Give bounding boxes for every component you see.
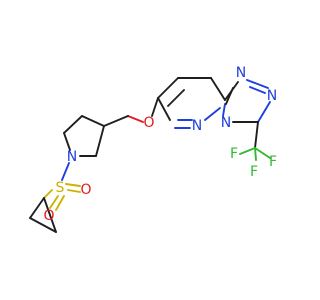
- bond-c5-c6: [157, 77, 179, 99]
- atom-f-1: F: [230, 146, 238, 162]
- ether-linker: [103, 97, 159, 127]
- pyridazine-ring: [157, 77, 226, 129]
- bond-s-o-right: [67, 189, 81, 193]
- molecule-structure: N N N N O F F F N S O O: [29, 65, 277, 233]
- atom-n-triazole-top: N: [236, 65, 246, 81]
- bond-cp-1: [29, 197, 45, 219]
- atom-o-sulfonyl-1: O: [43, 208, 54, 224]
- molecule-diagram: N N N N O F F F N S O O: [29, 65, 277, 233]
- triazole-ring: [222, 79, 271, 123]
- cyclopropyl-ring: [29, 197, 57, 233]
- atom-n-pyrrolidine: N: [67, 149, 77, 165]
- sulfonyl-group: [43, 162, 81, 211]
- bond-s-o-bottom: [49, 195, 59, 209]
- bond-n-top-n-right: [246, 79, 269, 89]
- bond-c3-c2: [95, 125, 105, 157]
- bond-cf3-f3: [254, 147, 257, 161]
- atom-n-pyridazine: N: [192, 118, 202, 134]
- bond-s-o-bottom-double: [55, 195, 65, 211]
- bond-n-right-c3: [257, 101, 271, 123]
- atom-labels: N N N N O F F F N S O O: [43, 65, 277, 224]
- pyrrolidine-ring: [63, 115, 105, 157]
- bond-o-ch2: [127, 115, 144, 123]
- atom-o-sulfonyl-2: O: [80, 182, 91, 198]
- bond-cp-2: [29, 217, 57, 233]
- bond-n-bridge-c3a: [222, 103, 226, 117]
- bond-cf3-f1: [239, 147, 256, 155]
- bond-c6-o: [151, 97, 159, 117]
- bond-cf3-f2: [254, 147, 271, 159]
- bond-c6-n1: [157, 97, 171, 121]
- bond-c3-c4: [81, 115, 105, 127]
- trifluoromethyl-group: [239, 121, 271, 161]
- bond-n-top-n-right-double: [249, 86, 266, 94]
- bond-cp-3: [43, 197, 57, 233]
- bond-c5-n: [63, 132, 71, 151]
- bond-c4-c3a: [210, 77, 226, 101]
- bond-ch2-c3: [103, 115, 129, 127]
- atom-s-sulfonyl: S: [56, 180, 65, 196]
- bond-c3a-n-top-double: [225, 87, 234, 105]
- atom-f-2: F: [269, 154, 277, 170]
- bond-n2-c3a: [204, 107, 221, 121]
- bond-s-cyclopropyl: [43, 189, 53, 199]
- bond-c4-c5: [63, 115, 83, 134]
- atom-f-3: F: [250, 164, 258, 180]
- atom-n-bridge: N: [221, 115, 231, 131]
- bond-c5-c6-double: [167, 89, 185, 107]
- atom-n-triazole-right: N: [267, 88, 277, 104]
- bond-n-s: [61, 162, 70, 181]
- bond-c3-cf3: [254, 121, 259, 149]
- bond-s-o-right-double: [65, 183, 81, 187]
- atom-o-ether: O: [143, 115, 154, 131]
